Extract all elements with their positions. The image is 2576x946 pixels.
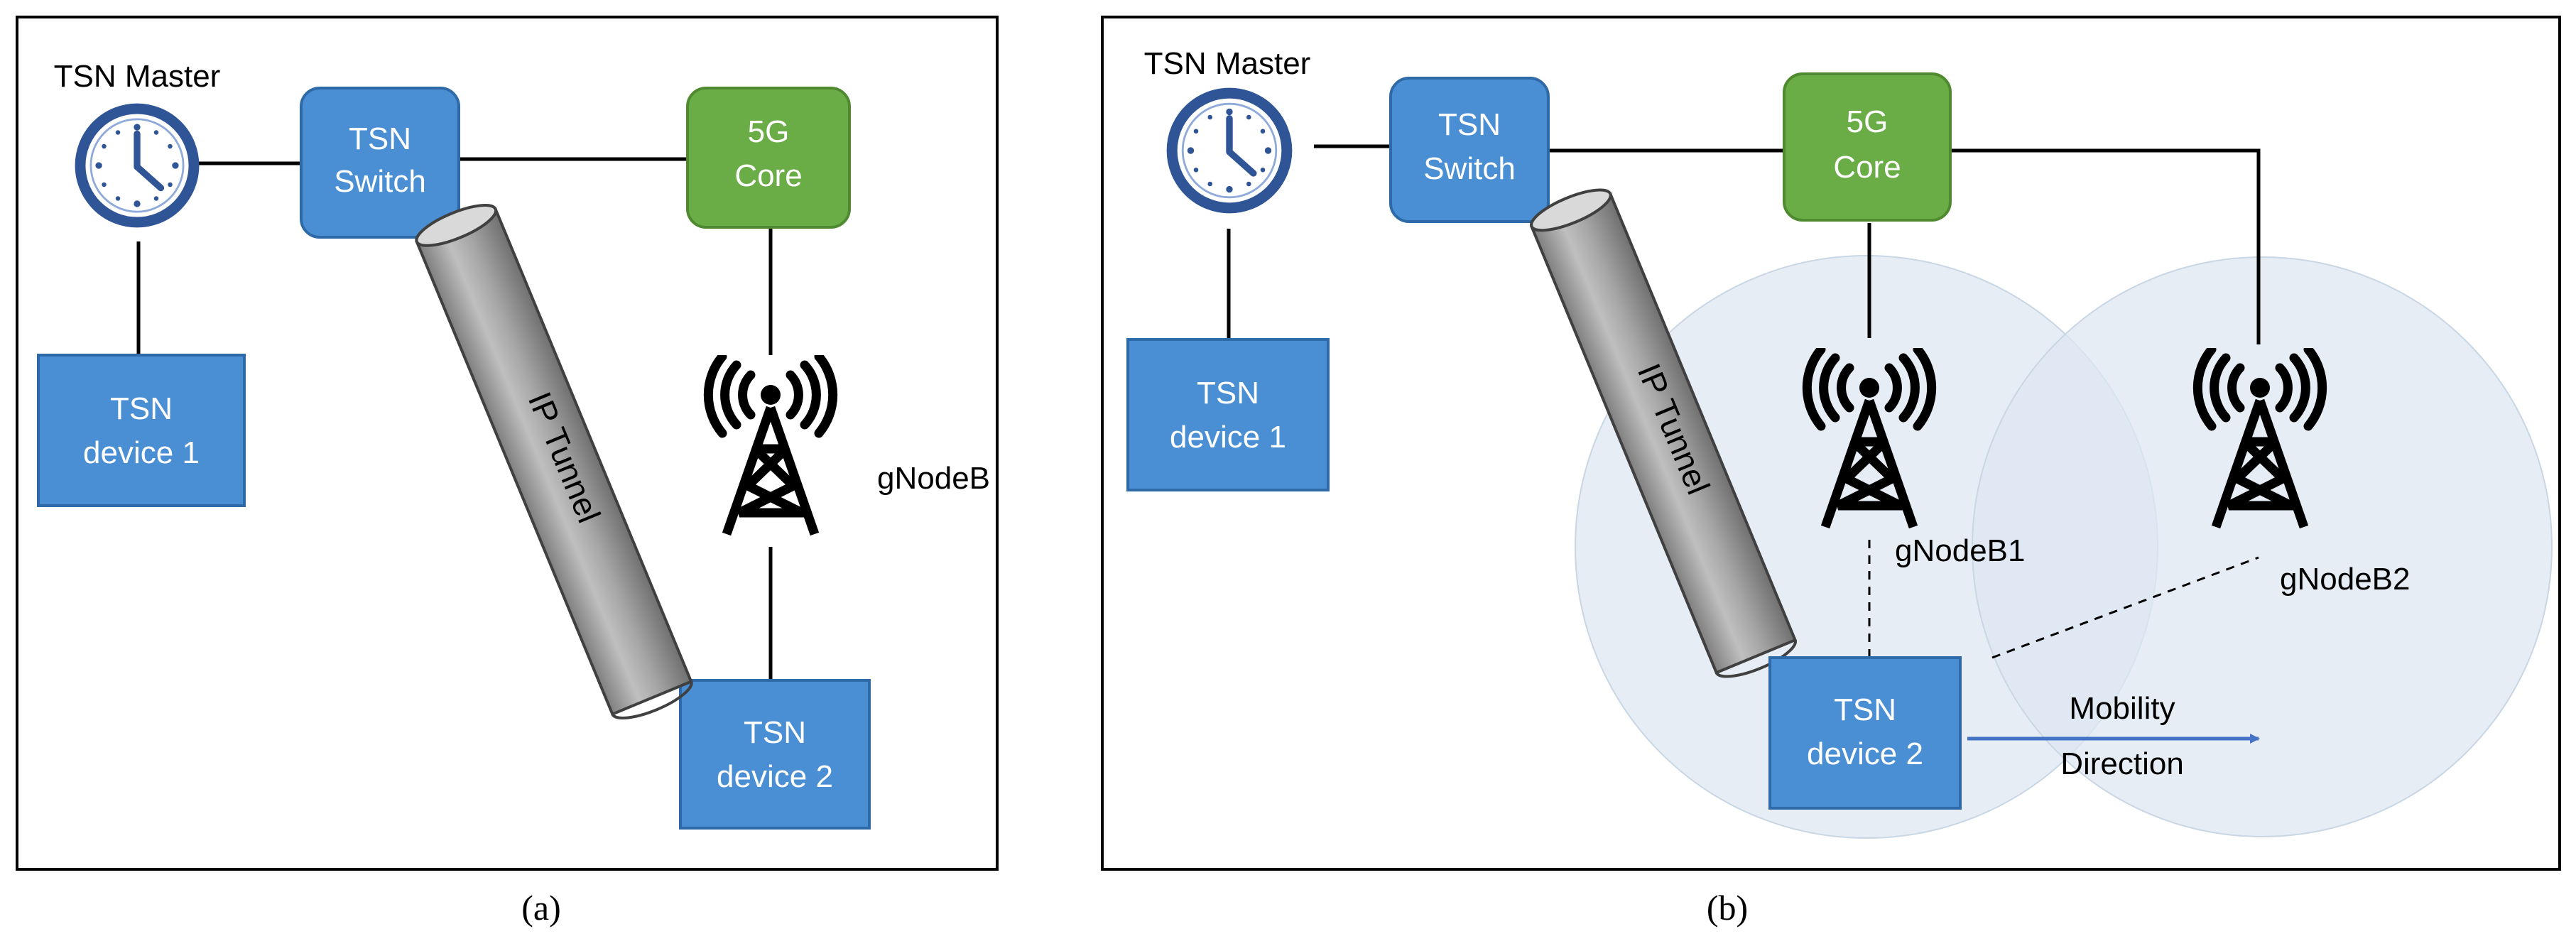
panel-a: TSN Master TSN Switch 5G Core TSN device…	[16, 16, 999, 928]
panel-b: TSN Master TSN Switch 5G Core TSN device…	[1101, 16, 2561, 928]
panel-b-switch-line2: Switch	[1423, 151, 1516, 186]
panel-b-gnodeb2-label: gNodeB2	[2280, 562, 2410, 597]
panel-b-links	[1227, 144, 2261, 344]
panel-a-device1-line1: TSN	[110, 391, 173, 426]
panel-b-ip-tunnel: IP Tunnel	[1529, 188, 1798, 678]
panel-b-tsn-device-1: TSN device 1	[1126, 338, 1330, 491]
panel-a-core-line2: Core	[734, 158, 802, 193]
panel-b-core-line2: Core	[1833, 150, 1901, 185]
panel-b-core-line1: 5G	[1847, 104, 1888, 139]
panel-b-device1-line2: device 1	[1170, 420, 1286, 455]
panel-a-tsn-device-2: TSN device 2	[679, 679, 871, 830]
panel-a-device2-line2: device 2	[717, 759, 833, 794]
panel-b-caption: (b)	[1707, 888, 1748, 928]
panel-a-tsn-device-1: TSN device 1	[37, 354, 246, 507]
panel-a-device2-line1: TSN	[744, 715, 806, 750]
panel-b-tsn-device-2: TSN device 2	[1768, 656, 1962, 810]
panel-a-5g-core: 5G Core	[686, 87, 851, 229]
panel-a-core-line1: 5G	[748, 114, 790, 149]
panel-a-caption: (a)	[521, 888, 561, 928]
panel-a-ip-tunnel: IP Tunnel	[415, 204, 693, 719]
panel-b-tsn-master-label: TSN Master	[1144, 46, 1311, 81]
panel-a-links	[136, 157, 773, 685]
panel-b-device1-line1: TSN	[1197, 376, 1259, 411]
panel-b-device2-line1: TSN	[1834, 692, 1896, 727]
panel-b-switch-line1: TSN	[1438, 107, 1501, 142]
panel-b-clock-icon	[1172, 93, 1287, 208]
panel-b-tsn-switch: TSN Switch	[1389, 77, 1550, 223]
panel-a-switch-line1: TSN	[349, 121, 411, 156]
panel-b-gnodeb1-label: gNodeB1	[1895, 533, 2025, 568]
panel-a-tsn-switch: TSN Switch	[300, 87, 460, 239]
panel-b-coverage-gnodeb2	[1972, 256, 2553, 837]
panel-a-device1-line2: device 1	[83, 435, 200, 470]
panel-b-5g-core: 5G Core	[1783, 72, 1952, 222]
panel-a-tsn-master-label: TSN Master	[54, 59, 221, 94]
panel-b-mobility-line1: Mobility	[2069, 691, 2175, 726]
panel-a-gnodeb-label: gNodeB	[877, 461, 990, 496]
panel-a-clock-icon	[80, 109, 194, 222]
panel-b-mobility-line2: Direction	[2060, 746, 2184, 781]
panel-b-device2-line2: device 2	[1807, 736, 1923, 771]
panel-b-radio-links	[1868, 540, 2259, 659]
panel-a-switch-line2: Switch	[334, 164, 426, 199]
